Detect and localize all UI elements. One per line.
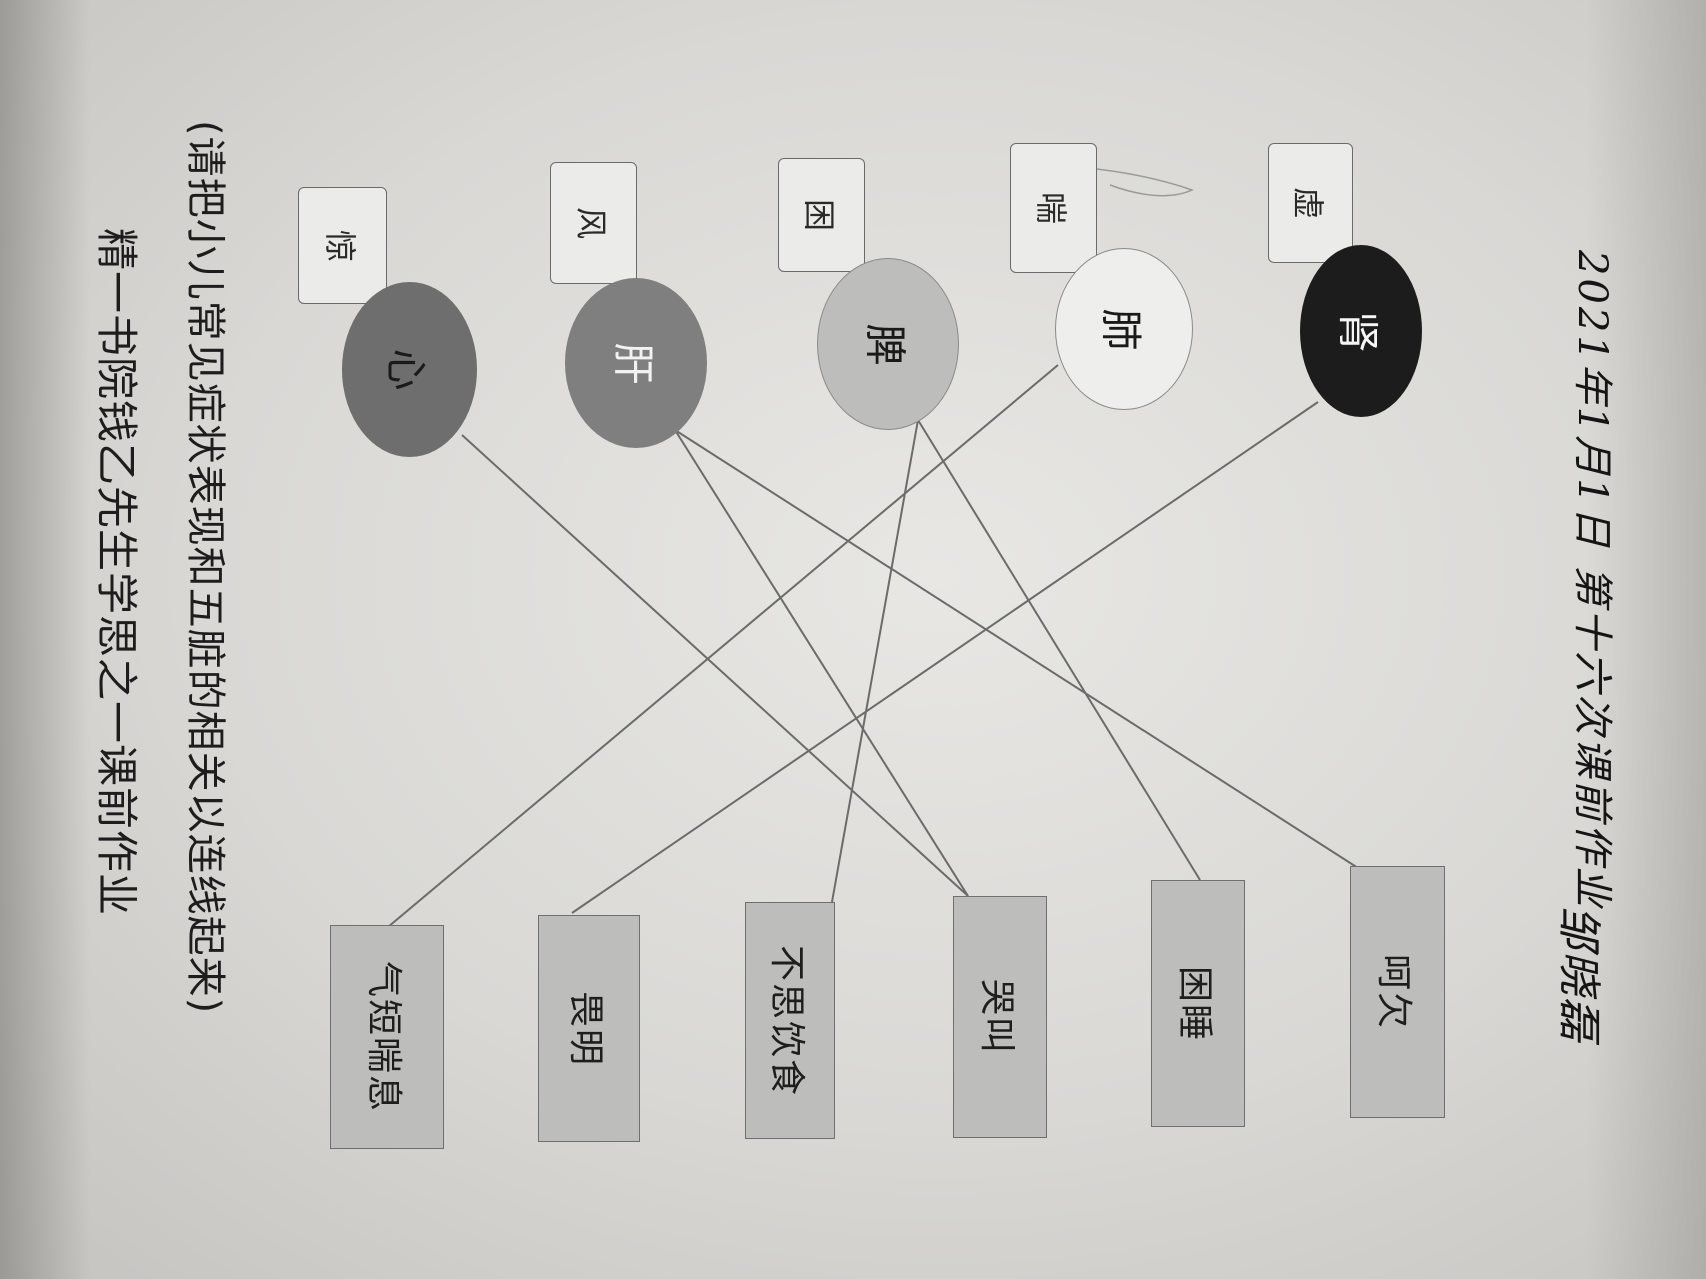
organ-node-gan: 肝 <box>565 278 707 448</box>
connection-line-pi-busi <box>831 419 919 903</box>
connection-line-fei-qiduan <box>387 364 1059 928</box>
tag-label: 喘 <box>1032 191 1071 225</box>
connection-line-gan-kujiao <box>674 429 969 897</box>
handwritten-signature: 邹晓磊 <box>1553 905 1604 1043</box>
page-shadow-left <box>0 0 90 1279</box>
symptom-box-kunshui: 困睡 <box>1151 880 1245 1127</box>
tag-shen-xu: 虚 <box>1268 143 1353 263</box>
connection-line-xin-kujiao <box>461 434 969 897</box>
tag-label: 困 <box>800 198 839 232</box>
organ-node-shen: 肾 <box>1300 245 1422 417</box>
symptom-box-kujiao: 哭叫 <box>953 896 1047 1138</box>
symptom-box-qiduan: 气短喘息 <box>330 925 444 1149</box>
organ-label: 心 <box>381 348 431 391</box>
handwritten-note: 2021年1月1日 第十六次课前作业 <box>1569 250 1615 910</box>
symptom-label: 呵欠 <box>1373 953 1415 1031</box>
organ-label: 肾 <box>1333 309 1383 353</box>
symptom-label: 哭叫 <box>975 978 1017 1056</box>
symptom-box-haqian: 呵欠 <box>1350 866 1445 1118</box>
organ-node-xin: 心 <box>342 282 477 457</box>
connection-line-shen-weiming <box>571 401 1319 914</box>
symptom-box-weiming: 畏明 <box>538 915 640 1142</box>
symptom-label: 气短喘息 <box>363 960 405 1114</box>
tag-gan-feng: 风 <box>550 162 637 284</box>
organ-label: 肺 <box>1096 307 1146 351</box>
tag-label: 虚 <box>1289 186 1328 220</box>
symptom-label: 困睡 <box>1173 965 1215 1042</box>
tag-pi-kun: 困 <box>778 158 865 272</box>
organ-label: 脾 <box>860 322 910 366</box>
connection-line-gan-haqian <box>674 429 1359 869</box>
symptom-label: 不思饮食 <box>766 944 808 1097</box>
symptom-label: 畏明 <box>564 990 606 1067</box>
symptom-box-busi: 不思饮食 <box>745 902 835 1139</box>
tag-xin-jing: 惊 <box>298 187 387 304</box>
organ-label: 肝 <box>608 341 658 385</box>
tag-label: 惊 <box>321 229 360 262</box>
tag-label: 风 <box>572 206 611 240</box>
organ-node-fei: 肺 <box>1055 248 1193 410</box>
page-shadow-right <box>1586 0 1706 1279</box>
organ-node-pi: 脾 <box>817 258 959 430</box>
connection-line-pi-kunshui <box>917 419 1201 881</box>
tag-fei-chuan: 喘 <box>1010 143 1097 273</box>
